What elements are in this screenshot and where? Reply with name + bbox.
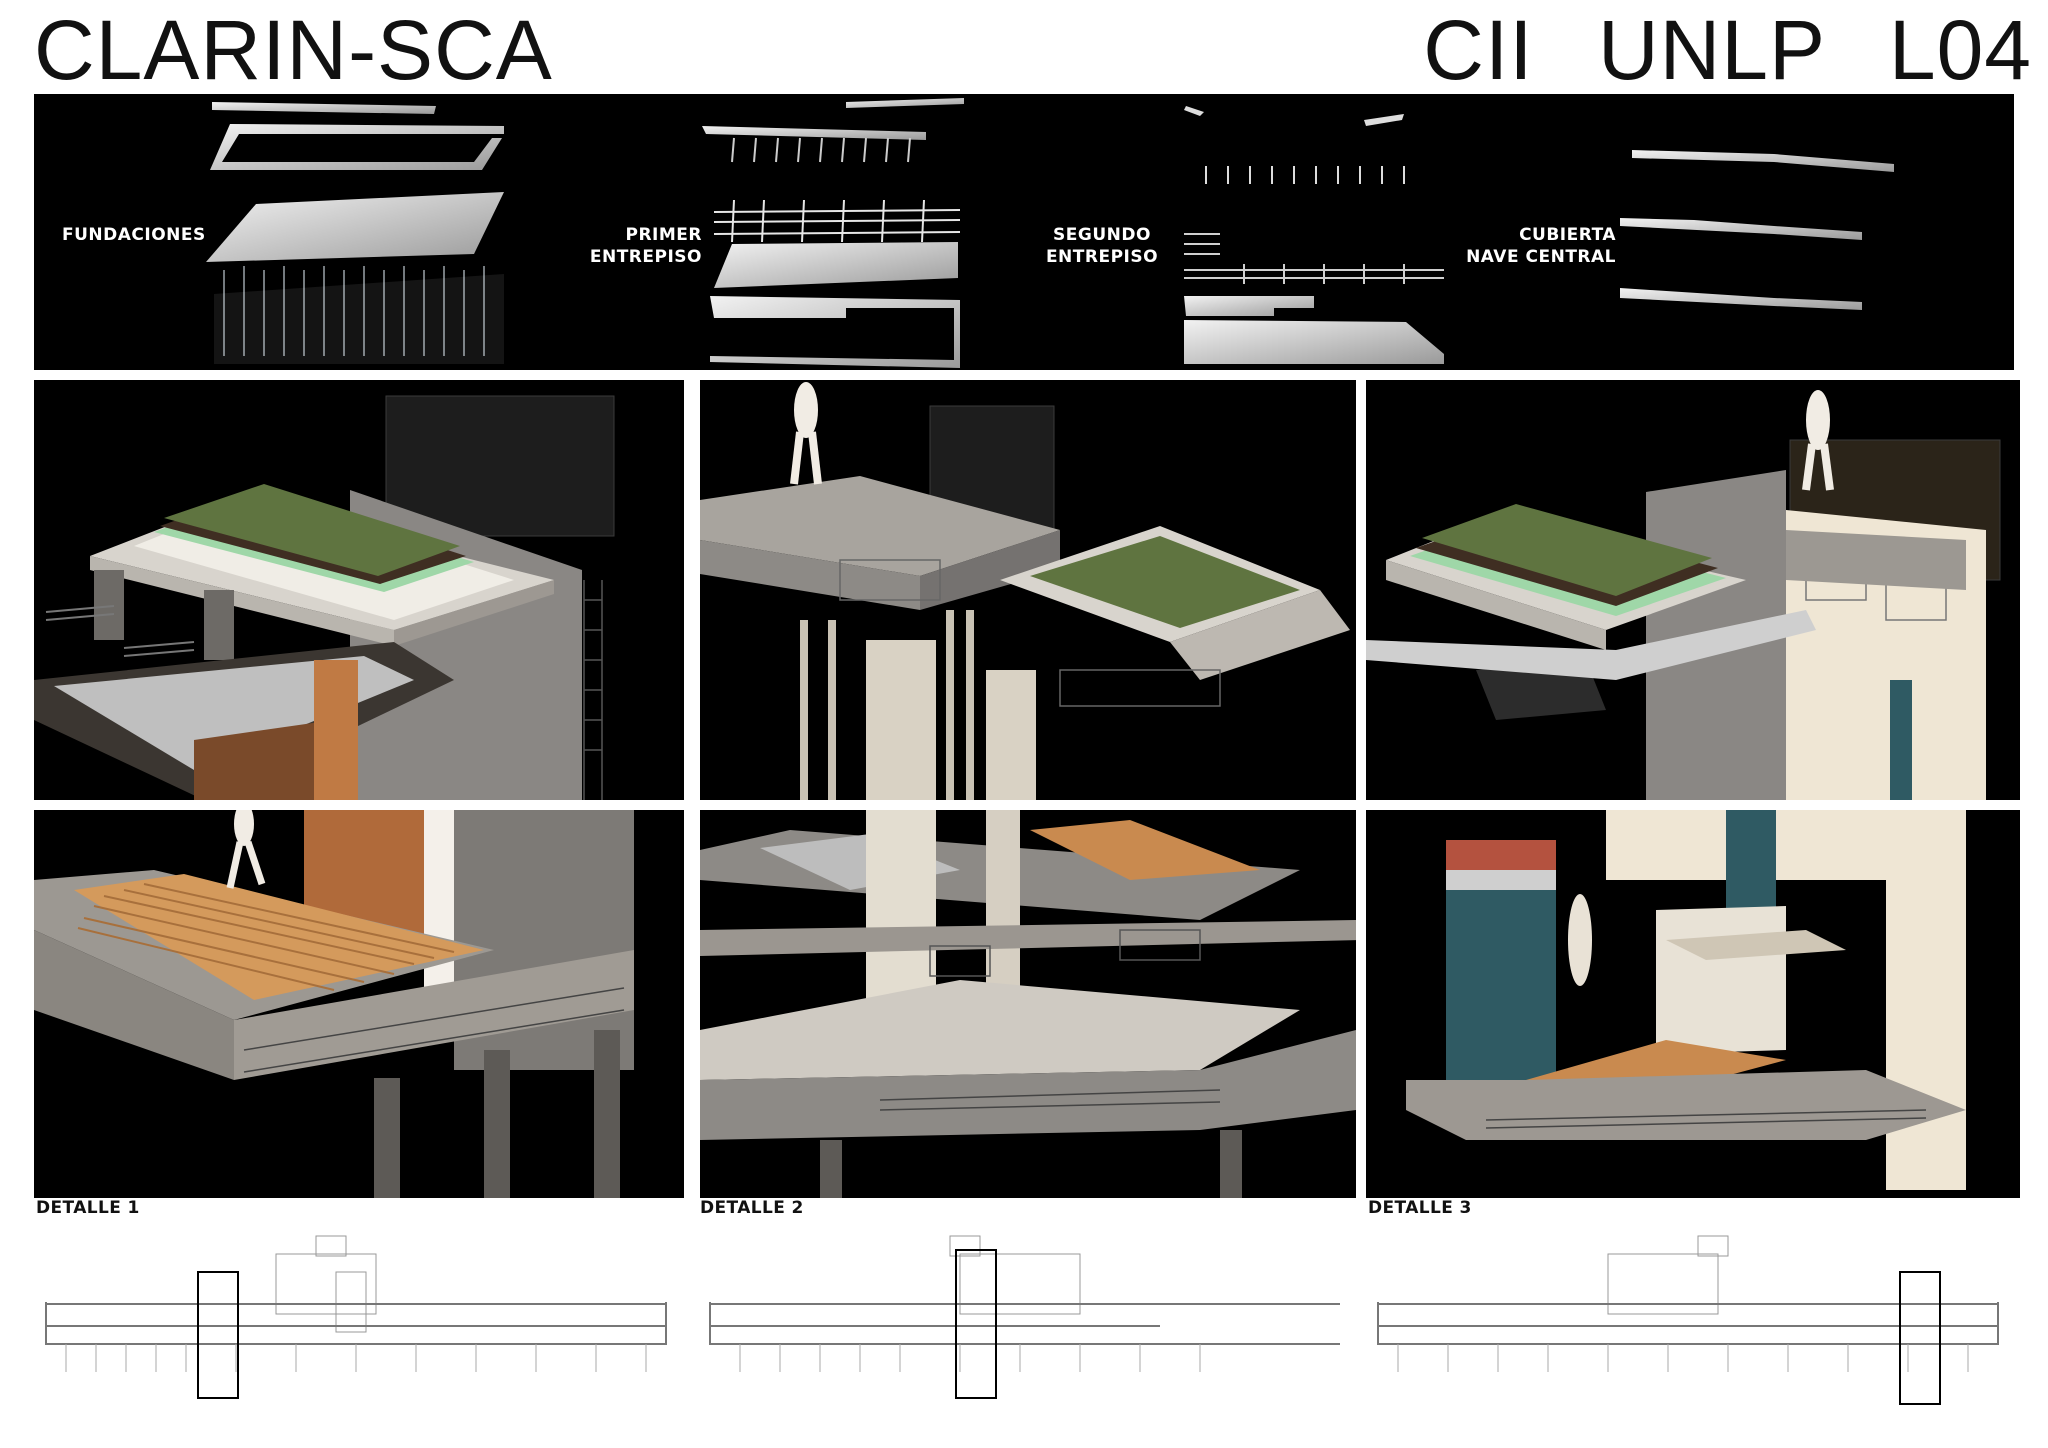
second-floor-exploded-drawing [1184, 106, 1444, 364]
strip-label-cubierta: CUBIERTA NAVE CENTRAL [1440, 224, 1616, 268]
detail-2-top-render [700, 380, 1356, 800]
building-section-3 [1377, 1235, 1999, 1405]
wood-deck-section-drawing [34, 810, 634, 1198]
human-figure-icon [790, 382, 822, 485]
building-section-2 [709, 1235, 1340, 1399]
detail-2-bottom-render [700, 810, 1356, 1198]
detail-1-bottom-render [34, 810, 684, 1198]
foundation-exploded-drawing [206, 102, 504, 364]
interior-wall-section-drawing [1406, 810, 1966, 1190]
building-section-1 [45, 1235, 667, 1399]
section-drawing-3 [1368, 1232, 2008, 1410]
roof-exploded-drawing [1620, 150, 1894, 310]
human-figure-icon [1568, 894, 1592, 986]
floor-column-section-drawing [700, 810, 1356, 1198]
strip-label-line: PRIMER [625, 225, 702, 245]
strip-label-line: CUBIERTA [1519, 225, 1616, 245]
detail-label-3: DETALLE 3 [1368, 1198, 1472, 1218]
strip-label-line: ENTREPISO [589, 247, 702, 267]
detail-label-2: DETALLE 2 [700, 1198, 804, 1218]
section-drawing-2 [700, 1232, 1340, 1410]
sheet-code: CII UNLP L04 [1423, 3, 2032, 97]
roof-parapet-section-drawing [1366, 390, 2001, 800]
exploded-structure-drawing [206, 98, 1894, 368]
first-floor-exploded-drawing [702, 98, 964, 368]
strip-label-line: ENTREPISO [1045, 247, 1159, 267]
strip-label-segundo-entrepiso: SEGUNDO ENTREPISO [1042, 224, 1162, 268]
exploded-structure-strip: FUNDACIONES PRIMER ENTREPISO SEGUNDO ENT… [34, 94, 2014, 370]
detail-1-top-render [34, 380, 684, 800]
section-drawing-1 [36, 1232, 676, 1410]
human-figure-icon [226, 810, 266, 889]
section-highlight-box [955, 1249, 997, 1399]
section-highlight-box [1899, 1271, 1941, 1405]
human-figure-icon [1802, 390, 1834, 491]
detail-label-1: DETALLE 1 [36, 1198, 140, 1218]
strip-label-fundaciones: FUNDACIONES [62, 225, 206, 245]
strip-label-line: SEGUNDO [1053, 225, 1151, 245]
detail-3-top-render [1366, 380, 2020, 800]
detail-3-bottom-render [1366, 810, 2020, 1198]
green-roof-section-drawing [34, 395, 615, 800]
project-title: CLARIN-SCA [34, 3, 553, 97]
section-highlight-box [197, 1271, 239, 1399]
slab-column-section-drawing [700, 382, 1350, 800]
strip-label-line: NAVE CENTRAL [1466, 247, 1616, 267]
strip-label-primer-entrepiso: PRIMER ENTREPISO [582, 224, 702, 268]
